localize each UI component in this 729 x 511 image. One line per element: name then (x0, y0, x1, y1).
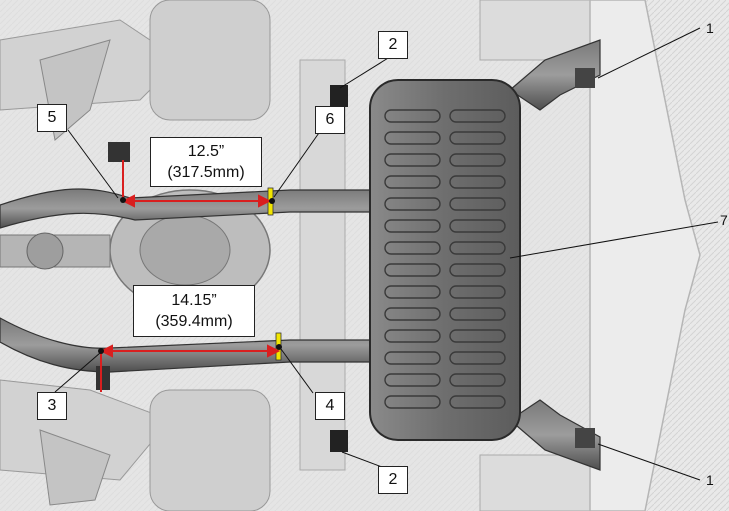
dimension-box-front: 12.5” (317.5mm) (150, 137, 262, 187)
callout-6: 6 (315, 106, 345, 134)
callout-label: 3 (47, 397, 57, 414)
muffler-rib (449, 329, 506, 343)
callout-label: 2 (388, 471, 398, 488)
dimension-rear-imperial: 14.15” (171, 292, 217, 309)
muffler-ribs (384, 109, 506, 409)
muffler-rib (449, 219, 506, 233)
muffler-rib (384, 373, 441, 387)
muffler-rib (384, 329, 441, 343)
muffler-rib (384, 175, 441, 189)
callout-2-top: 2 (378, 31, 408, 59)
callout-7: 7 (720, 212, 728, 228)
muffler-rib (384, 307, 441, 321)
muffler-rib (449, 373, 506, 387)
muffler-rib (449, 307, 506, 321)
callout-label: 6 (325, 111, 335, 128)
hanger-bracket-3 (96, 366, 110, 390)
muffler-rib (449, 131, 506, 145)
muffler-rib (449, 263, 506, 277)
callout-label: 2 (388, 36, 398, 53)
muffler-rib (384, 153, 441, 167)
callout-3: 3 (37, 392, 67, 420)
muffler-rib (384, 109, 441, 123)
muffler-rib (384, 395, 441, 409)
muffler-rib (449, 153, 506, 167)
muffler-rib (384, 263, 441, 277)
muffler-rib (384, 351, 441, 365)
muffler-rib (384, 197, 441, 211)
hanger-bracket-5 (108, 142, 130, 162)
hanger-isolator-top (330, 85, 348, 107)
callout-label: 5 (47, 109, 57, 126)
bumper-bracket-bottom (575, 428, 595, 448)
callout-label: 4 (325, 397, 335, 414)
callout-5: 5 (37, 104, 67, 132)
muffler-rib (449, 395, 506, 409)
muffler-rib (449, 109, 506, 123)
muffler-rib (384, 285, 441, 299)
hanger-isolator-bottom (330, 430, 348, 452)
dimension-box-rear: 14.15” (359.4mm) (133, 285, 255, 337)
rear-fascia (589, 0, 701, 511)
callout-1-top: 1 (706, 20, 714, 36)
bumper-bracket-top (575, 68, 595, 88)
muffler-rib (384, 219, 441, 233)
dimension-front-metric: (317.5mm) (167, 164, 245, 181)
muffler-rib (449, 197, 506, 211)
muffler-rib (449, 241, 506, 255)
dimension-rear-metric: (359.4mm) (155, 313, 233, 330)
muffler-rib (449, 285, 506, 299)
dimension-arrow-rear (99, 344, 281, 392)
callout-2-bottom: 2 (378, 466, 408, 494)
dimension-front-imperial: 12.5” (187, 143, 225, 160)
muffler-rib (449, 351, 506, 365)
tailpipe-upper (509, 39, 601, 111)
callout-4: 4 (315, 392, 345, 420)
callout-1-bottom: 1 (706, 472, 714, 488)
tailpipe-lower (509, 399, 601, 471)
muffler-rib (384, 131, 441, 145)
muffler-rib (384, 241, 441, 255)
muffler-rib (449, 175, 506, 189)
muffler (369, 79, 521, 441)
dimension-arrow-front (121, 160, 272, 208)
